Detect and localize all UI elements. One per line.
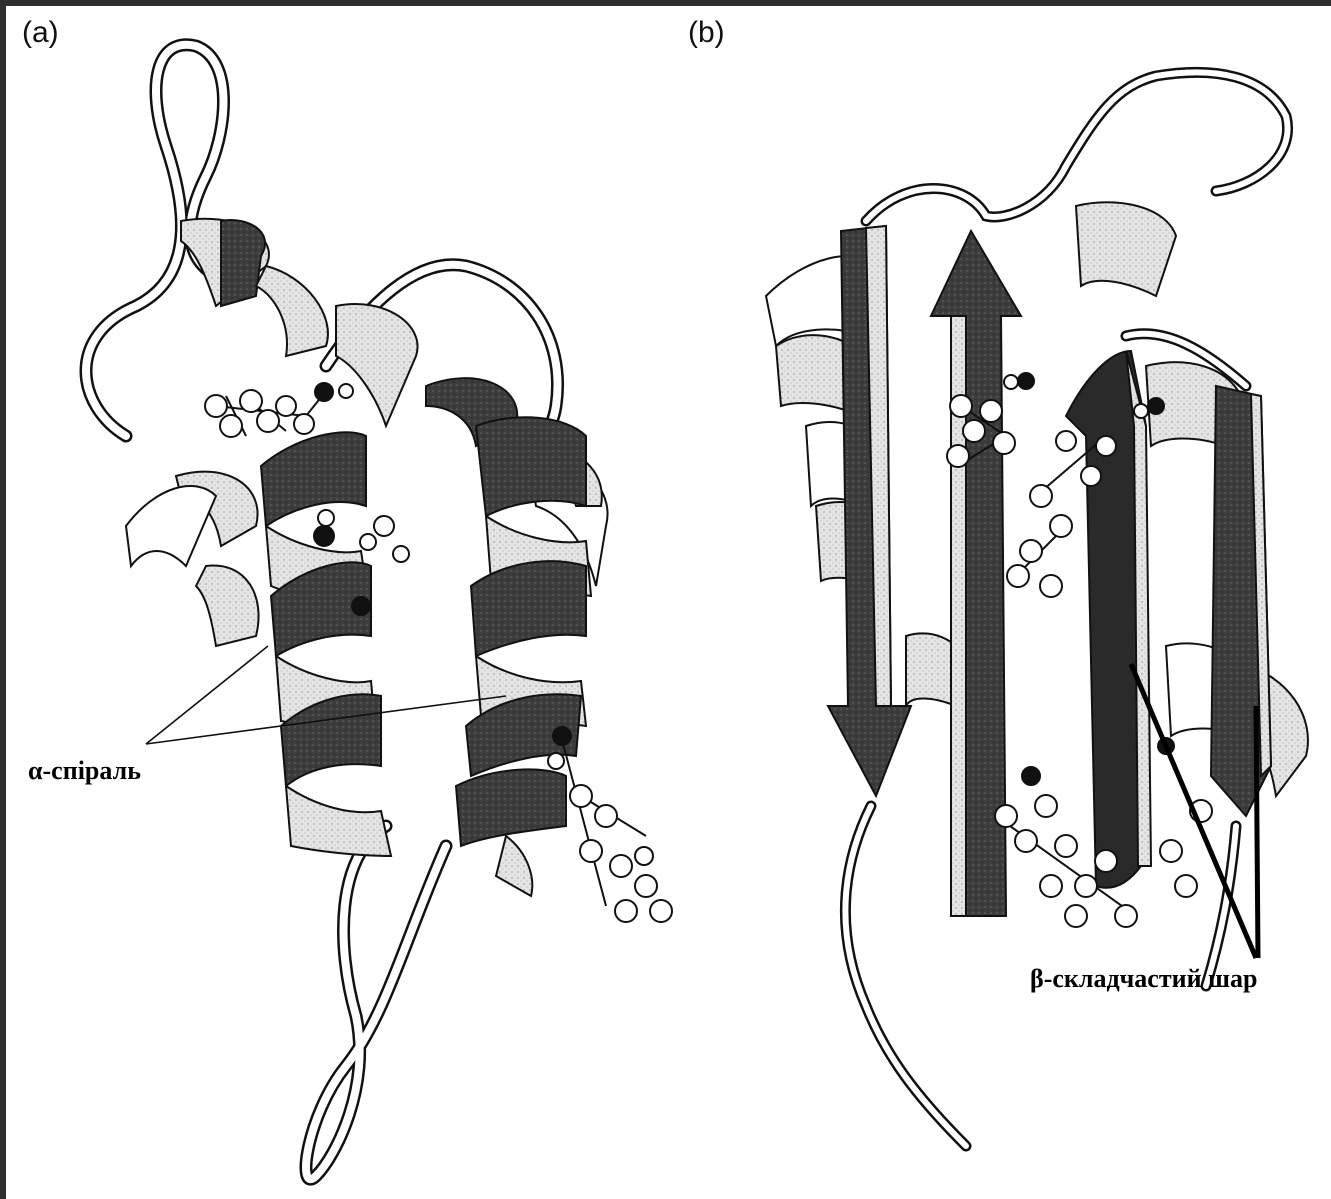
panel-a-structure: [86, 45, 672, 1179]
figure-frame: (a) (b) α-спіраль β-складчастий шар: [6, 6, 1331, 1199]
panel-a-helix-dark-1: [261, 432, 391, 856]
alpha-helix-label: α-спіраль: [28, 758, 141, 784]
protein-structure-figure: [6, 6, 1331, 1199]
panel-b-label: (b): [688, 18, 725, 48]
beta-strand-4: [1211, 386, 1271, 816]
panel-a-helix-dark-2: [456, 417, 591, 896]
panel-a-label: (a): [22, 18, 59, 48]
beta-sheet-label: β-складчастий шар: [1030, 966, 1257, 992]
beta-strand-3: [1066, 351, 1151, 888]
